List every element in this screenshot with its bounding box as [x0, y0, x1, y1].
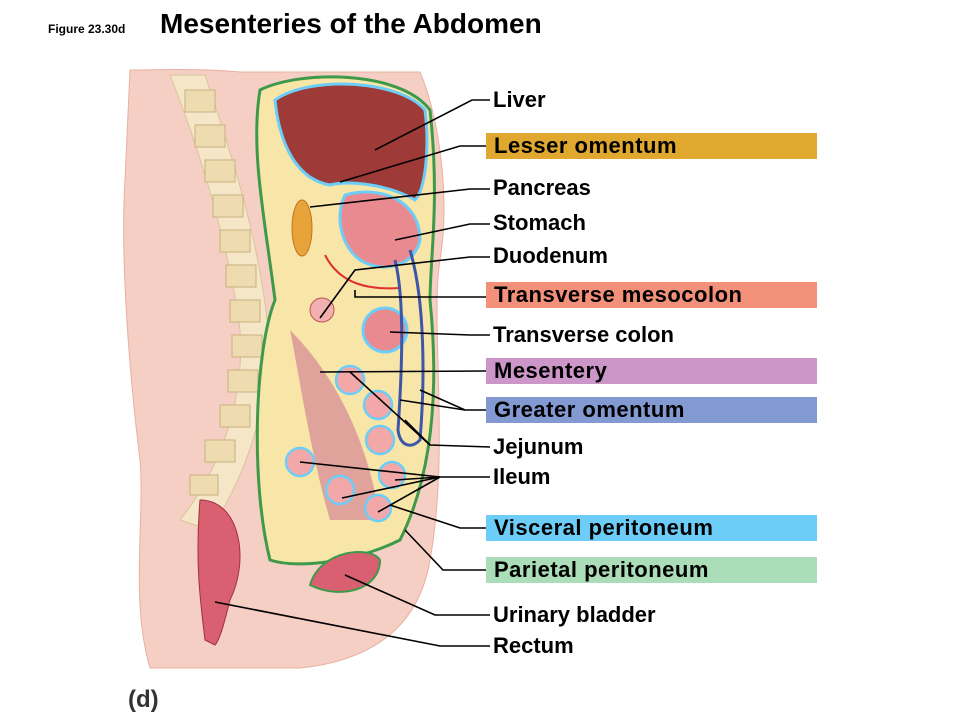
label-lesser-omentum: Lesser omentum [494, 133, 678, 158]
label-box-lesser-omentum: Lesser omentum [486, 133, 817, 159]
label-box-visceral-peritoneum: Visceral peritoneum [486, 515, 817, 541]
transverse-mesocolon [324, 254, 401, 290]
label-transverse-colon: Transverse colon [493, 322, 674, 347]
label-box-parietal-peritoneum: Parietal peritoneum [486, 557, 817, 583]
label-transverse-mesocolon: Transverse mesocolon [494, 282, 743, 307]
transverse-colon [361, 306, 409, 354]
label-pancreas: Pancreas [493, 175, 591, 200]
greater-omentum [393, 249, 425, 447]
urinary-bladder [308, 551, 382, 593]
stomach [338, 190, 422, 269]
mesentery [290, 330, 380, 520]
label-box-mesentery: Mesentery [486, 358, 817, 384]
label-duodenum: Duodenum [493, 243, 608, 268]
figure-number: Figure 23.30d [48, 22, 126, 36]
small-intestine-loops [284, 364, 407, 523]
label-liver: Liver [493, 87, 546, 112]
label-jejunum: Jejunum [493, 434, 584, 459]
leader-lines [214, 99, 491, 647]
label-rectum: Rectum [493, 633, 574, 658]
duodenum [309, 297, 335, 323]
label-stomach: Stomach [493, 210, 586, 235]
label-box-greater-omentum: Greater omentum [486, 397, 817, 423]
label-visceral-peritoneum: Visceral peritoneum [494, 515, 714, 540]
label-greater-omentum: Greater omentum [494, 397, 685, 422]
label-urinary-bladder: Urinary bladder [493, 602, 656, 627]
liver [273, 82, 429, 202]
panel-label: (d) [128, 686, 159, 713]
pancreas [291, 199, 313, 257]
label-ileum: Ileum [493, 464, 551, 489]
rectum [197, 499, 241, 646]
label-mesentery: Mesentery [494, 358, 608, 383]
label-box-transverse-mesocolon: Transverse mesocolon [486, 282, 817, 308]
page-title: Mesenteries of the Abdomen [160, 8, 542, 39]
label-parietal-peritoneum: Parietal peritoneum [494, 557, 709, 582]
vertebrae [184, 89, 263, 496]
